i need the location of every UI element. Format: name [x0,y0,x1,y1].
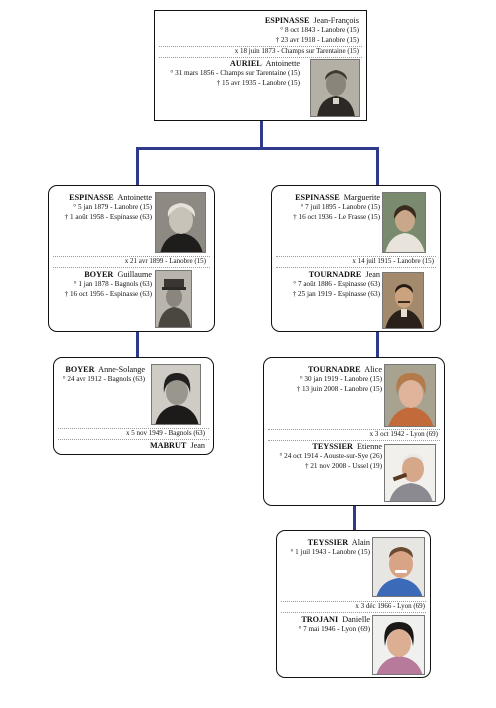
death-info: † 21 nov 2008 - Ussel (19) [304,461,382,470]
connector-left-child [136,332,139,358]
portrait-photo [151,364,201,425]
portrait-photo [382,272,424,329]
given-name: Guillaume [117,270,152,279]
left-child-person: BOYER Anne-Solange ° 24 avr 1912 - Bagno… [35,365,145,385]
portrait-photo [384,364,436,427]
surname: AURIEL [229,59,262,68]
connector-right-down [376,147,379,186]
birth-info: ° 7 août 1886 - Espinasse (63) [293,280,380,288]
birth-info: ° 30 jan 1919 - Lanobre (15) [299,375,382,383]
death-info: † 13 juin 2008 - Lanobre (15) [296,384,382,393]
root-couple-box: ESPINASSE Jean-François ° 8 oct 1843 - L… [154,10,367,121]
given-name: Danielle [342,615,370,624]
birth-info: ° 1 jan 1878 - Bagnols (63) [73,280,152,288]
marriage-info: x 3 déc 1966 - Lyon (69) [355,602,425,610]
connector-root-down [260,120,263,148]
grandchild-spouse: TROJANI Danielle ° 7 mai 1946 - Lyon (69… [270,615,370,635]
surname: ESPINASSE [295,193,340,202]
surname: BOYER [84,270,114,279]
root-husband: ESPINASSE Jean-François ° 8 oct 1843 - L… [159,16,359,45]
surname: ESPINASSE [69,193,114,202]
death-info: † 25 jan 1919 - Espinasse (63) [292,289,380,298]
left-child-box: BOYER Anne-Solange ° 24 avr 1912 - Bagno… [53,357,214,455]
birth-info: ° 5 jan 1879 - Lanobre (15) [73,203,152,211]
portrait-photo [310,59,360,117]
given-name: Alain [351,538,370,547]
portrait-photo [155,192,206,253]
portrait-photo [372,537,425,597]
root-wife: AURIEL Antoinette ° 31 mars 1856 - Champ… [150,59,300,88]
birth-info: ° 1 juil 1943 - Lanobre (15) [290,548,370,556]
right-wife: ESPINASSE Marguerite ° 7 juil 1895 - Lan… [265,193,380,222]
connector-grandchild [353,505,356,531]
surname: BOYER [65,365,95,374]
birth-info: ° 31 mars 1856 - Champs sur Tarentaine (… [170,69,300,77]
right-couple-box: ESPINASSE Marguerite ° 7 juil 1895 - Lan… [271,185,441,332]
birth-info: ° 24 oct 1914 - Aouste-sur-Sye (26) [279,452,382,460]
grandchild-person: TEYSSIER Alain ° 1 juil 1943 - Lanobre (… [270,538,370,558]
death-info: † 1 août 1958 - Espinasse (63) [64,212,152,221]
connector-right-child [376,332,379,358]
marriage-info: x 18 juin 1873 - Champs sur Tarentaine (… [234,47,359,55]
surname: ESPINASSE [264,16,310,25]
birth-info: ° 8 oct 1843 - Lanobre (15) [280,26,359,34]
death-info: † 16 oct 1956 - Espinasse (63) [64,289,152,298]
birth-info: ° 7 mai 1946 - Lyon (69) [298,625,370,633]
portrait-photo [384,444,436,502]
surname: TEYSSIER [312,442,353,451]
marriage-info: x 21 avr 1899 - Lanobre (15) [124,257,206,265]
given-name: Marguerite [343,193,380,202]
birth-info: ° 7 juil 1895 - Lanobre (15) [300,203,380,211]
surname: TROJANI [301,615,339,624]
given-name: Anne-Solange [98,365,145,374]
grandchild-box: TEYSSIER Alain ° 1 juil 1943 - Lanobre (… [276,530,431,678]
marriage-info: x 5 nov 1949 - Bagnols (63) [126,429,205,437]
given-name: Etienne [356,442,382,451]
left-husband: BOYER Guillaume ° 1 jan 1878 - Bagnols (… [42,270,152,299]
right-child-person: TOURNADRE Alice ° 30 jan 1919 - Lanobre … [252,365,382,394]
right-child-spouse: TEYSSIER Etienne ° 24 oct 1914 - Aouste-… [232,442,382,471]
given-name: Alice [364,365,382,374]
death-info: † 16 oct 1936 - Le Frasse (15) [293,212,380,221]
left-wife: ESPINASSE Antoinette ° 5 jan 1879 - Lano… [42,193,152,222]
death-info: † 23 avr 1918 - Lanobre (15) [275,35,359,44]
connector-left-down [136,147,139,186]
right-child-box: TOURNADRE Alice ° 30 jan 1919 - Lanobre … [263,357,445,506]
given-name: Jean [365,270,380,279]
surname: MABRUT [149,441,187,450]
portrait-photo [155,270,192,328]
left-child-spouse: MABRUT Jean [150,441,205,450]
given-name: Antoinette [117,193,152,202]
given-name: Jean-François [313,16,359,25]
portrait-photo [382,192,426,253]
surname: TOURNADRE [307,365,361,374]
surname: TOURNADRE [308,270,362,279]
marriage-info: x 3 oct 1942 - Lyon (69) [369,430,438,438]
surname: TEYSSIER [307,538,349,547]
right-husband: TOURNADRE Jean ° 7 août 1886 - Espinasse… [265,270,380,299]
given-name: Jean [190,441,205,450]
connector-horizontal [137,147,377,150]
portrait-photo [372,615,425,675]
left-couple-box: ESPINASSE Antoinette ° 5 jan 1879 - Lano… [48,185,215,332]
death-info: † 15 avr 1935 - Lanobre (15) [216,78,300,87]
birth-info: ° 24 avr 1912 - Bagnols (63) [62,375,145,383]
marriage-info: x 14 juil 1915 - Lanobre (15) [352,257,434,265]
given-name: Antoinette [265,59,300,68]
